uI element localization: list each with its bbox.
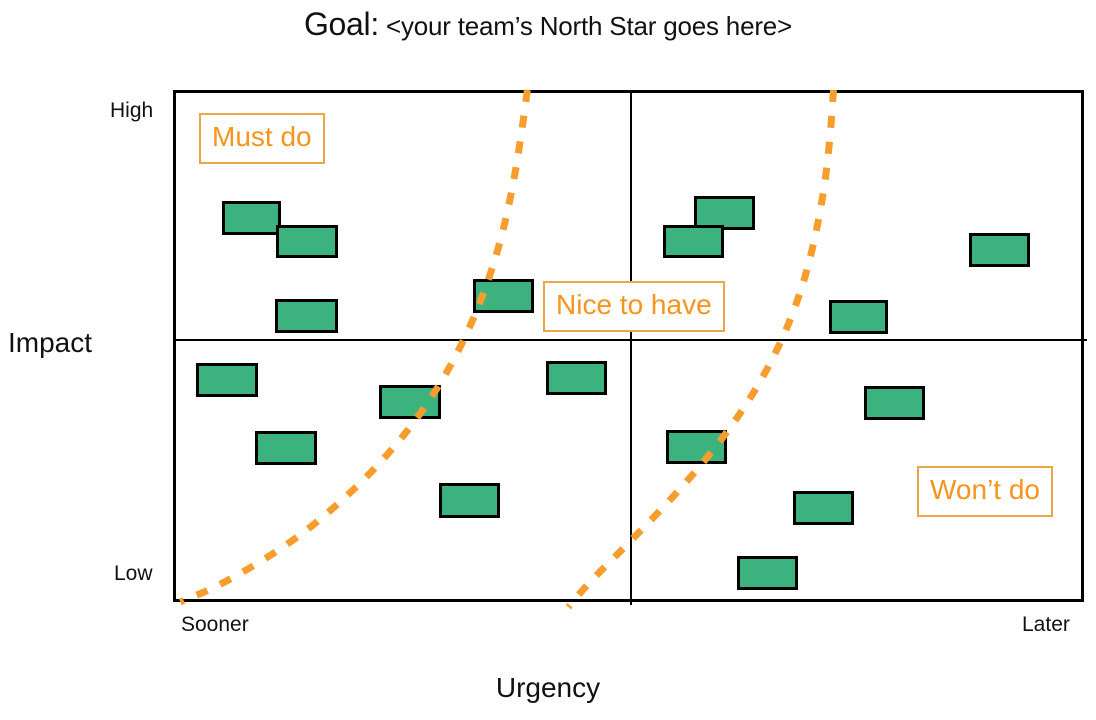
quadrant-label-must-do[interactable]: Must do (199, 113, 325, 164)
y-axis-tick-low: Low (114, 562, 153, 585)
title-prefix: Goal: (303, 6, 379, 42)
quadrant-label-nice-to-have[interactable]: Nice to have (543, 281, 725, 332)
backlog-item[interactable] (546, 361, 607, 395)
backlog-item[interactable] (666, 430, 727, 464)
y-axis-tick-high: High (110, 99, 154, 122)
backlog-item[interactable] (473, 279, 534, 313)
backlog-item[interactable] (222, 201, 281, 235)
backlog-item[interactable] (275, 299, 338, 333)
x-axis-label: Urgency (495, 672, 601, 703)
backlog-item[interactable] (663, 225, 724, 258)
backlog-item[interactable] (439, 483, 500, 518)
quadrant-divider-horizontal (176, 339, 1087, 341)
backlog-item[interactable] (829, 300, 888, 334)
backlog-item[interactable] (969, 233, 1030, 267)
backlog-item[interactable] (737, 556, 798, 590)
backlog-item[interactable] (793, 491, 854, 525)
plot-area (173, 90, 1087, 605)
backlog-item[interactable] (276, 225, 338, 258)
quadrant-label-wont-do[interactable]: Won’t do (917, 466, 1053, 517)
backlog-item[interactable] (196, 363, 258, 397)
y-axis-label: Impact (8, 327, 93, 358)
x-axis-tick-sooner: Sooner (181, 613, 249, 636)
title-placeholder: <your team’s North Star goes here> (378, 11, 793, 41)
backlog-item[interactable] (255, 431, 317, 465)
page-title: Goal: <your team’s North Star goes here> (0, 6, 1096, 43)
backlog-item[interactable] (864, 386, 925, 420)
backlog-item[interactable] (379, 385, 441, 419)
quadrant-divider-vertical (630, 93, 632, 605)
x-axis-tick-later: Later (1022, 613, 1070, 636)
